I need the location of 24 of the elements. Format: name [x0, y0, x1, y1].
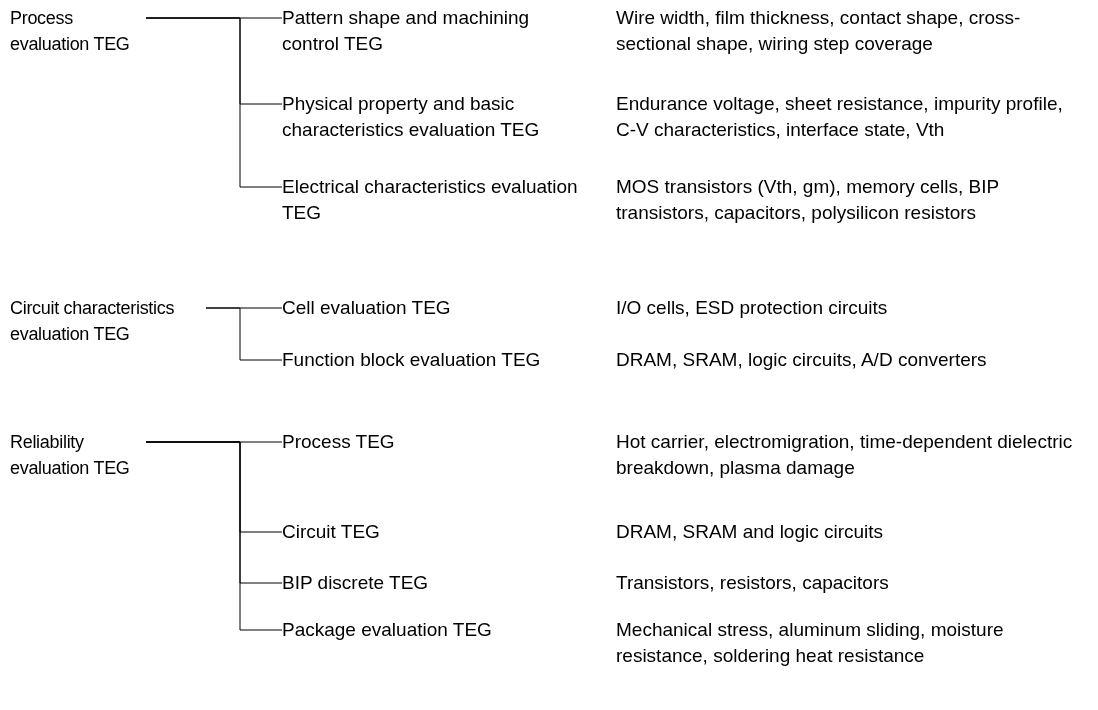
category-label: Reliability evaluation TEG — [10, 429, 146, 481]
teg-type-label: BIP discrete TEG — [282, 570, 602, 596]
teg-type-label: Physical property and basic characteristics evaluation TEG — [282, 91, 602, 143]
category-label: Process evaluation TEG — [10, 5, 146, 57]
tree-connector — [205, 307, 283, 361]
teg-type-label: Electrical characteristics evaluation TEG — [282, 174, 602, 226]
teg-type-label: Package evaluation TEG — [282, 617, 602, 643]
description-text: DRAM, SRAM and logic circuits — [616, 520, 885, 544]
description-text: Transistors, resistors, capacitors — [616, 571, 890, 595]
teg-type-label: Circuit TEG — [282, 519, 602, 545]
teg-type-label: Pattern shape and machining control TEG — [282, 5, 602, 57]
teg-type-label: Function block evaluation TEG — [282, 347, 602, 373]
tree-connector — [145, 441, 283, 631]
description-text: I/O cells, ESD protection circuits — [616, 296, 889, 320]
description-text: Endurance voltage, sheet resistance, impurity profile, C-V characteristics, interface state, Vth — [616, 92, 1064, 142]
description-text: MOS transistors (Vth, gm), memory cells, BIP transistors, capacitors, polysilicon resistors — [616, 175, 1000, 225]
teg-type-label: Cell evaluation TEG — [282, 295, 602, 321]
category-label: Circuit characteristics evaluation TEG — [10, 295, 206, 347]
teg-type-label: Process TEG — [282, 429, 602, 455]
description-text: Hot carrier, electromigration, time-dependent dielectric breakdown, plasma damage — [616, 430, 1074, 480]
description-text: DRAM, SRAM, logic circuits, A/D converters — [616, 348, 988, 372]
tree-connector — [145, 17, 283, 188]
description-text: Mechanical stress, aluminum sliding, moisture resistance, soldering heat resistance — [616, 618, 1005, 668]
description-text: Wire width, film thickness, contact shape, cross-sectional shape, wiring step coverage — [616, 6, 1022, 56]
